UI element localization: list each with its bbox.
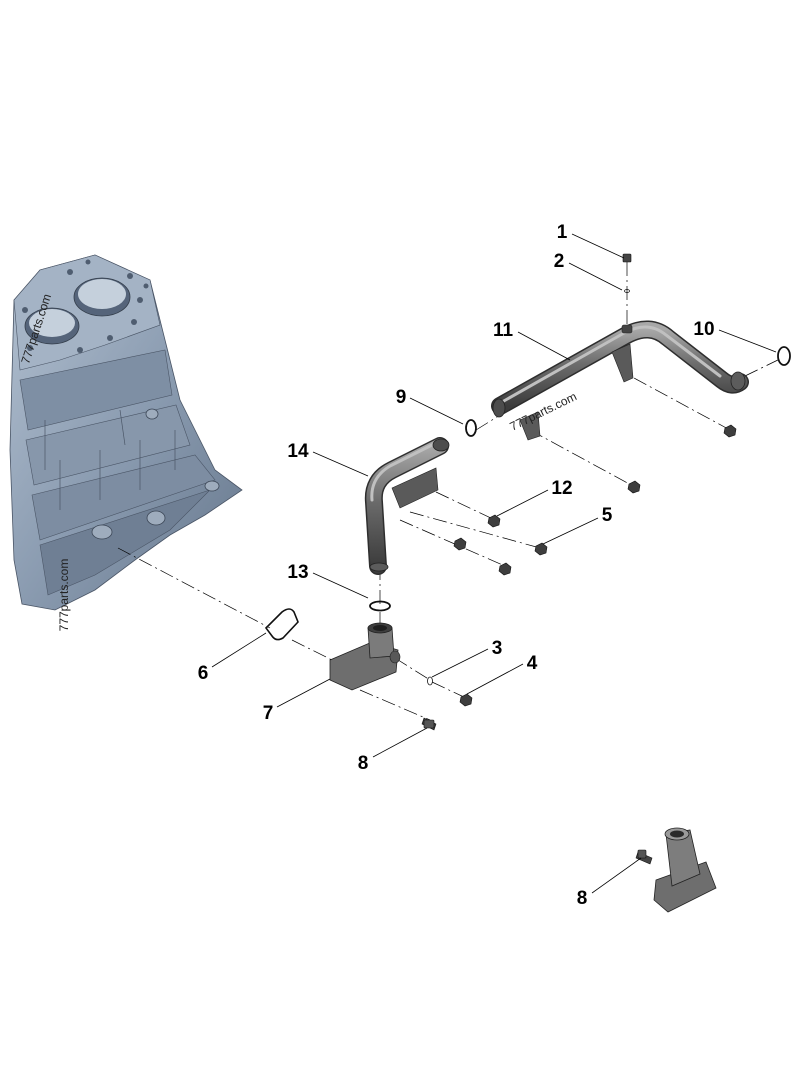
callout-number: 7 — [263, 703, 274, 724]
callout-1: 1 — [557, 222, 625, 259]
callout-leader-line — [542, 517, 599, 545]
watermark-text: 777parts.com — [57, 559, 71, 632]
callout-number: 1 — [557, 222, 568, 243]
callout-number: 9 — [396, 387, 407, 408]
callout-number: 10 — [693, 319, 714, 340]
callout-number: 8 — [358, 753, 369, 774]
callout-3: 3 — [431, 638, 503, 678]
callout-number: 3 — [492, 638, 503, 659]
callout-leader-line — [466, 663, 524, 695]
callout-5: 5 — [542, 505, 613, 545]
callout-number: 6 — [198, 663, 209, 684]
callout-number: 4 — [527, 653, 538, 674]
callout-leader-line — [276, 678, 331, 708]
callout-number: 11 — [493, 320, 514, 341]
callout-13: 13 — [287, 562, 369, 599]
callout-14: 14 — [287, 441, 369, 477]
callout-number: 2 — [554, 251, 565, 272]
callout-4: 4 — [466, 653, 538, 695]
callout-leader-line — [431, 648, 489, 678]
callout-6: 6 — [198, 632, 267, 684]
callout-leader-line — [718, 329, 777, 353]
callout-number: 12 — [551, 478, 572, 499]
callout-leader-line — [568, 262, 623, 291]
engine-block — [9, 254, 243, 611]
callout-8: 8 — [358, 727, 428, 774]
callout-9: 9 — [396, 387, 464, 425]
callout-leader-line — [372, 727, 428, 758]
callout-number: 5 — [602, 505, 613, 526]
callout-leader-line — [591, 857, 642, 894]
callout-number: 14 — [287, 441, 309, 462]
callout-2: 2 — [554, 251, 623, 291]
callout-leader-line — [211, 632, 267, 668]
callout-leader-line — [312, 572, 369, 599]
callout-10: 10 — [693, 319, 777, 353]
callout-leader-line — [571, 233, 625, 259]
callout-leader-line — [517, 331, 571, 361]
coolant-pipe-lower — [364, 437, 450, 575]
inset-housing-detail — [635, 827, 717, 913]
gasket — [264, 608, 299, 641]
callout-7: 7 — [263, 678, 331, 724]
callout-12: 12 — [496, 478, 573, 517]
callout-number: 8 — [577, 888, 588, 909]
o-rings — [369, 346, 791, 612]
callout-11: 11 — [493, 320, 571, 361]
callout-leader-line — [312, 451, 369, 477]
callout-leader-line — [496, 489, 549, 517]
callout-8: 8 — [577, 857, 642, 909]
outlet-housing — [329, 622, 401, 691]
callout-number: 13 — [287, 562, 308, 583]
callout-leader-line — [409, 397, 464, 425]
coolant-pipe-upper — [491, 320, 749, 441]
fasteners — [421, 253, 737, 731]
